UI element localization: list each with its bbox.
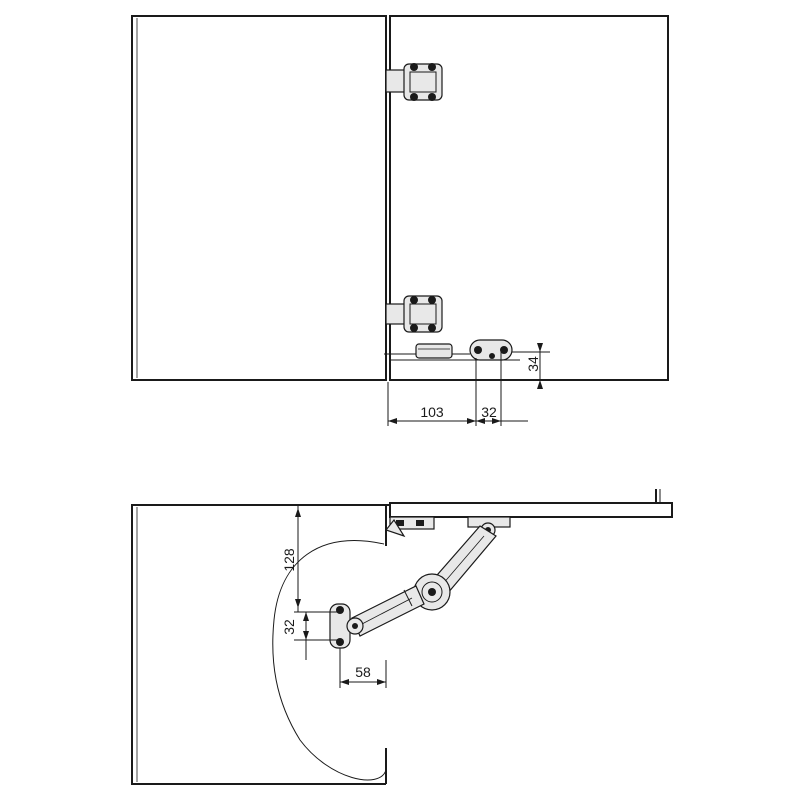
front-view: 103 32 34 [131, 15, 669, 426]
top-hinge [385, 63, 443, 101]
open-door-lid [386, 489, 673, 518]
bottom-hinge [385, 295, 443, 333]
front-dimension-lines [387, 343, 550, 426]
dimension-128: 128 [281, 548, 297, 572]
side-dimension-lines [294, 505, 387, 688]
cabinet-side-panel [131, 504, 387, 785]
mounting-bracket [329, 603, 364, 649]
dimension-34: 34 [525, 356, 541, 372]
dimension-32-horizontal: 32 [481, 404, 497, 420]
dimension-103: 103 [420, 404, 444, 420]
dimension-58: 58 [355, 664, 371, 680]
left-door-panel [131, 15, 387, 381]
lower-arm [351, 585, 425, 637]
side-view: 128 32 58 [131, 489, 673, 785]
door-swing-path [272, 540, 387, 781]
side-hinge [384, 516, 435, 538]
dimension-32-vertical: 32 [281, 619, 297, 635]
